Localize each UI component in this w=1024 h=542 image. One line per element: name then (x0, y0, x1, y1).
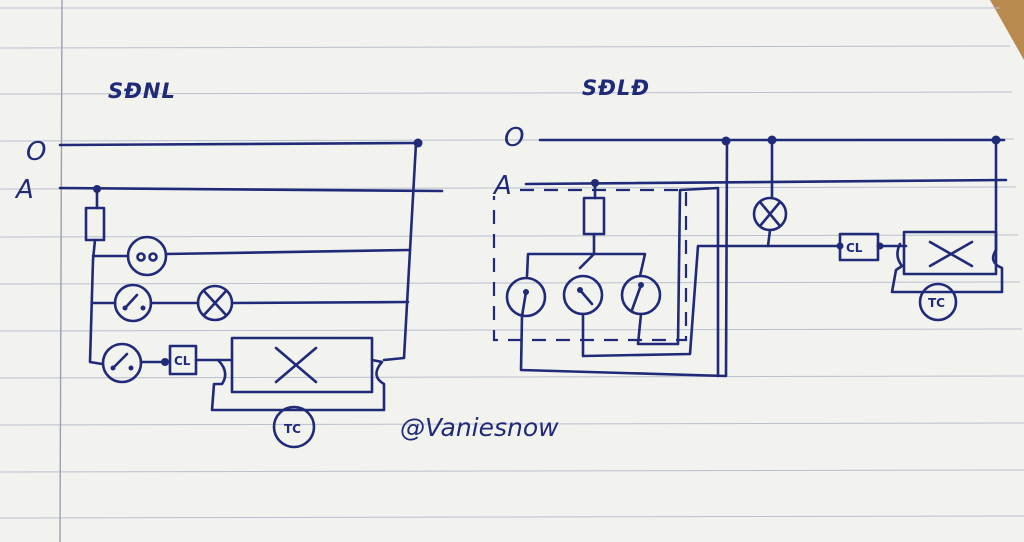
switch-icon (505, 276, 547, 318)
panel-enclosure (492, 188, 688, 342)
right-rail-label-o: O (504, 123, 524, 153)
fluorescent-tube-icon (902, 230, 998, 276)
right-schematic: CL TC (492, 135, 1008, 378)
left-schematic: CL TC (58, 138, 444, 449)
right-phase-rail (524, 178, 1008, 186)
left-title: SĐNL (108, 79, 176, 103)
left-phase-rail (58, 186, 444, 193)
right-ballast-label: CL (846, 241, 863, 255)
right-starter-label: TC (928, 296, 945, 310)
fluorescent-tube-icon (230, 336, 374, 394)
right-rail-label-a: A (492, 171, 512, 201)
outlet-icon (126, 235, 168, 277)
starter-icon (272, 405, 316, 449)
author-signature: @Vaniesnow (400, 413, 559, 442)
left-rail-label-a: A (14, 175, 34, 205)
left-starter-label: TC (284, 422, 301, 436)
starter-icon (918, 282, 958, 322)
right-title: SĐLĐ (582, 76, 650, 100)
left-ballast-label: CL (174, 354, 191, 368)
margin-line (59, 0, 63, 542)
left-neutral-rail (58, 141, 420, 147)
left-rail-label-o: O (26, 137, 46, 167)
